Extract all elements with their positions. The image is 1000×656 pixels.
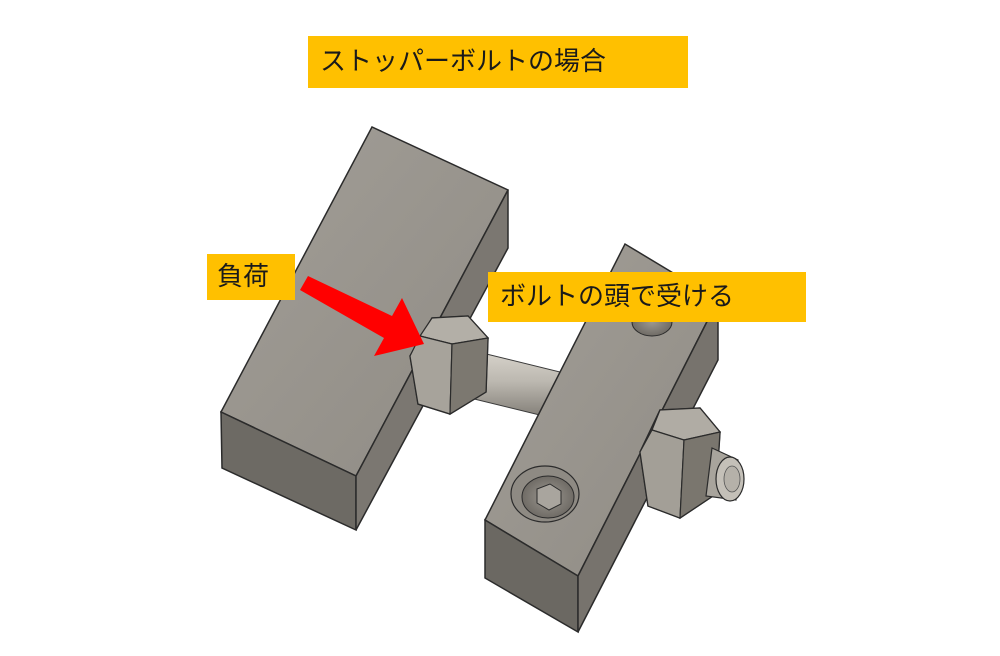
title-text: ストッパーボルトの場合 <box>320 47 607 77</box>
title-label: ストッパーボルトの場合 <box>308 36 688 88</box>
left-hex-nut <box>409 315 490 416</box>
load-label: 負荷 <box>207 254 295 300</box>
load-text: 負荷 <box>217 262 270 292</box>
bolt-head-text: ボルトの頭で受ける <box>500 282 735 312</box>
load-arrow <box>300 276 424 356</box>
bolt-end <box>705 447 745 502</box>
right-hex-nut <box>639 407 722 520</box>
socket-head-screw <box>510 465 580 523</box>
bolt-head-label: ボルトの頭で受ける <box>488 272 806 322</box>
